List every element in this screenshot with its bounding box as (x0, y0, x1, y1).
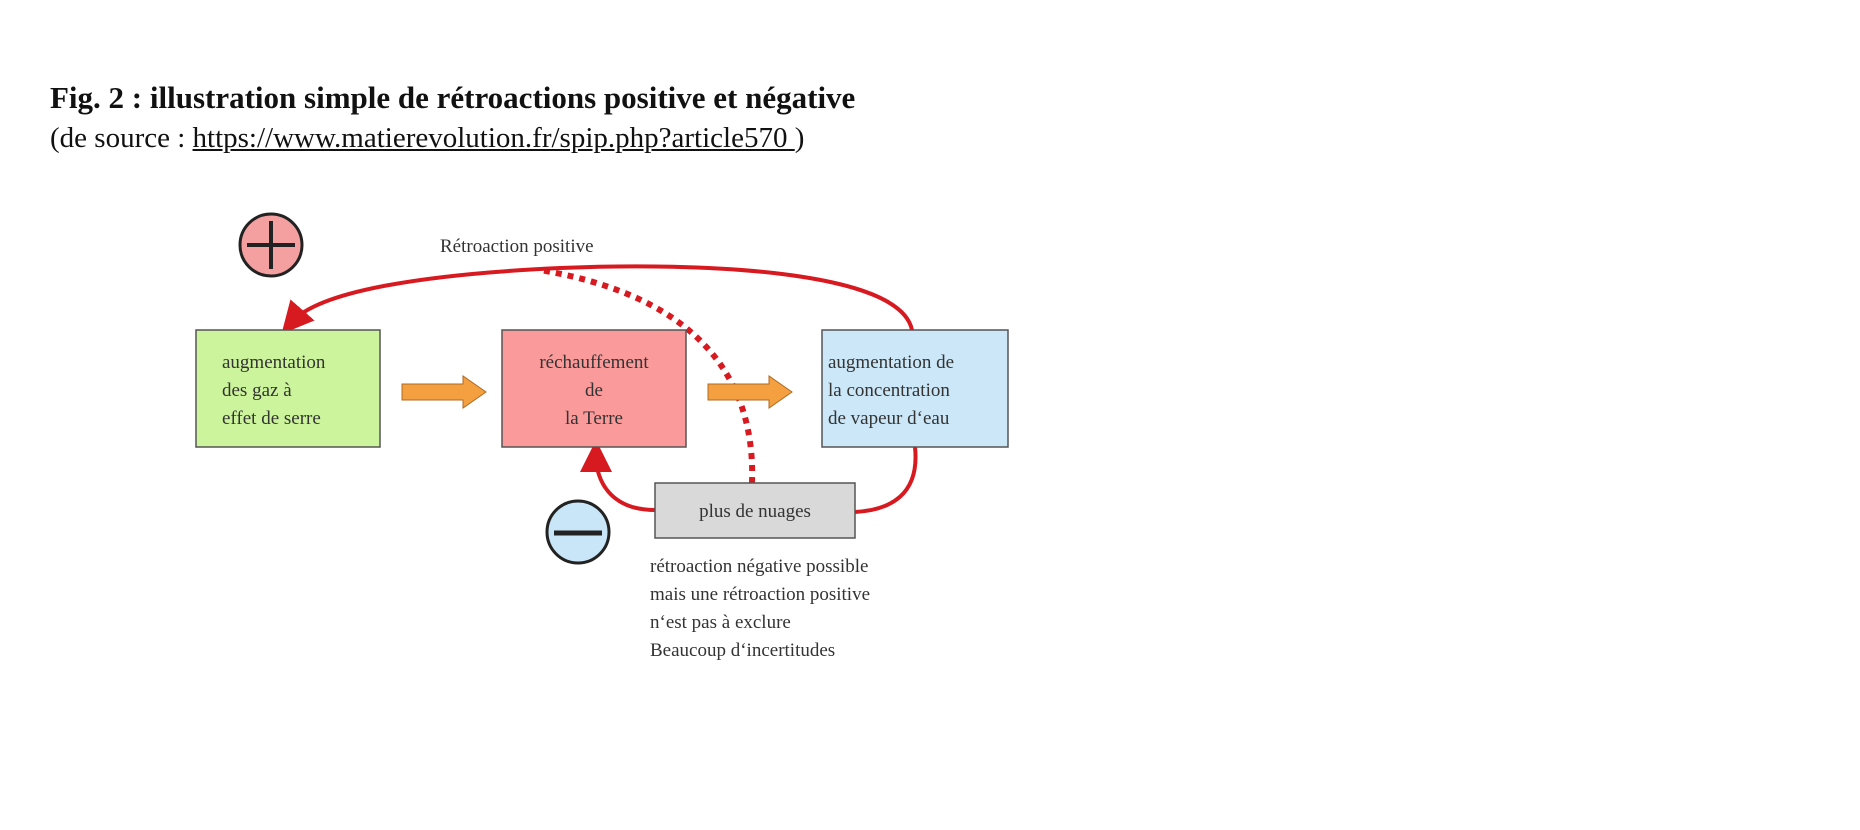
positive-feedback-label: Rétroaction positive (440, 236, 594, 257)
node-gas: augmentation des gaz à effet de serre (195, 329, 381, 448)
source-suffix: ) (794, 122, 805, 154)
node-text: de vapeur d‘eau (828, 408, 950, 429)
node-text: réchauffement (539, 352, 649, 373)
uncertain-feedback-arrow (539, 267, 756, 484)
node-vapour: augmentation de la concentration de vape… (821, 329, 1009, 448)
vapour-to-clouds-connector (854, 446, 918, 514)
plus-icon (238, 212, 304, 278)
note-line: rétroaction négative possible (650, 556, 868, 577)
node-text: augmentation (222, 352, 326, 373)
node-clouds: plus de nuages (654, 482, 856, 539)
source-prefix: (de source : (50, 122, 193, 154)
note-line: Beaucoup d‘incertitudes (650, 640, 835, 661)
node-text: la concentration (828, 380, 950, 401)
note-line: n‘est pas à exclure (650, 612, 791, 633)
node-warming: réchauffement de la Terre (501, 329, 687, 448)
flow-arrow-icon (401, 375, 487, 409)
positive-feedback-arrow (281, 264, 914, 335)
negative-feedback-note: rétroaction négative possible mais une r… (650, 556, 870, 661)
note-line: mais une rétroaction positive (650, 584, 870, 605)
negative-feedback-arrow (580, 440, 656, 512)
figure-title: Fig. 2 : illustration simple de rétroact… (50, 80, 856, 115)
figure-source: (de source : https://www.matierevolution… (50, 122, 804, 155)
node-text: effet de serre (222, 408, 321, 429)
node-text: plus de nuages (699, 501, 811, 522)
node-text: augmentation de (828, 352, 954, 373)
flow-arrow-icon (707, 375, 793, 409)
node-text: de (585, 380, 603, 401)
node-text: des gaz à (222, 380, 292, 401)
minus-icon (545, 499, 611, 565)
source-link[interactable]: https://www.matierevolution.fr/spip.php?… (192, 122, 795, 154)
node-text: la Terre (565, 408, 623, 429)
